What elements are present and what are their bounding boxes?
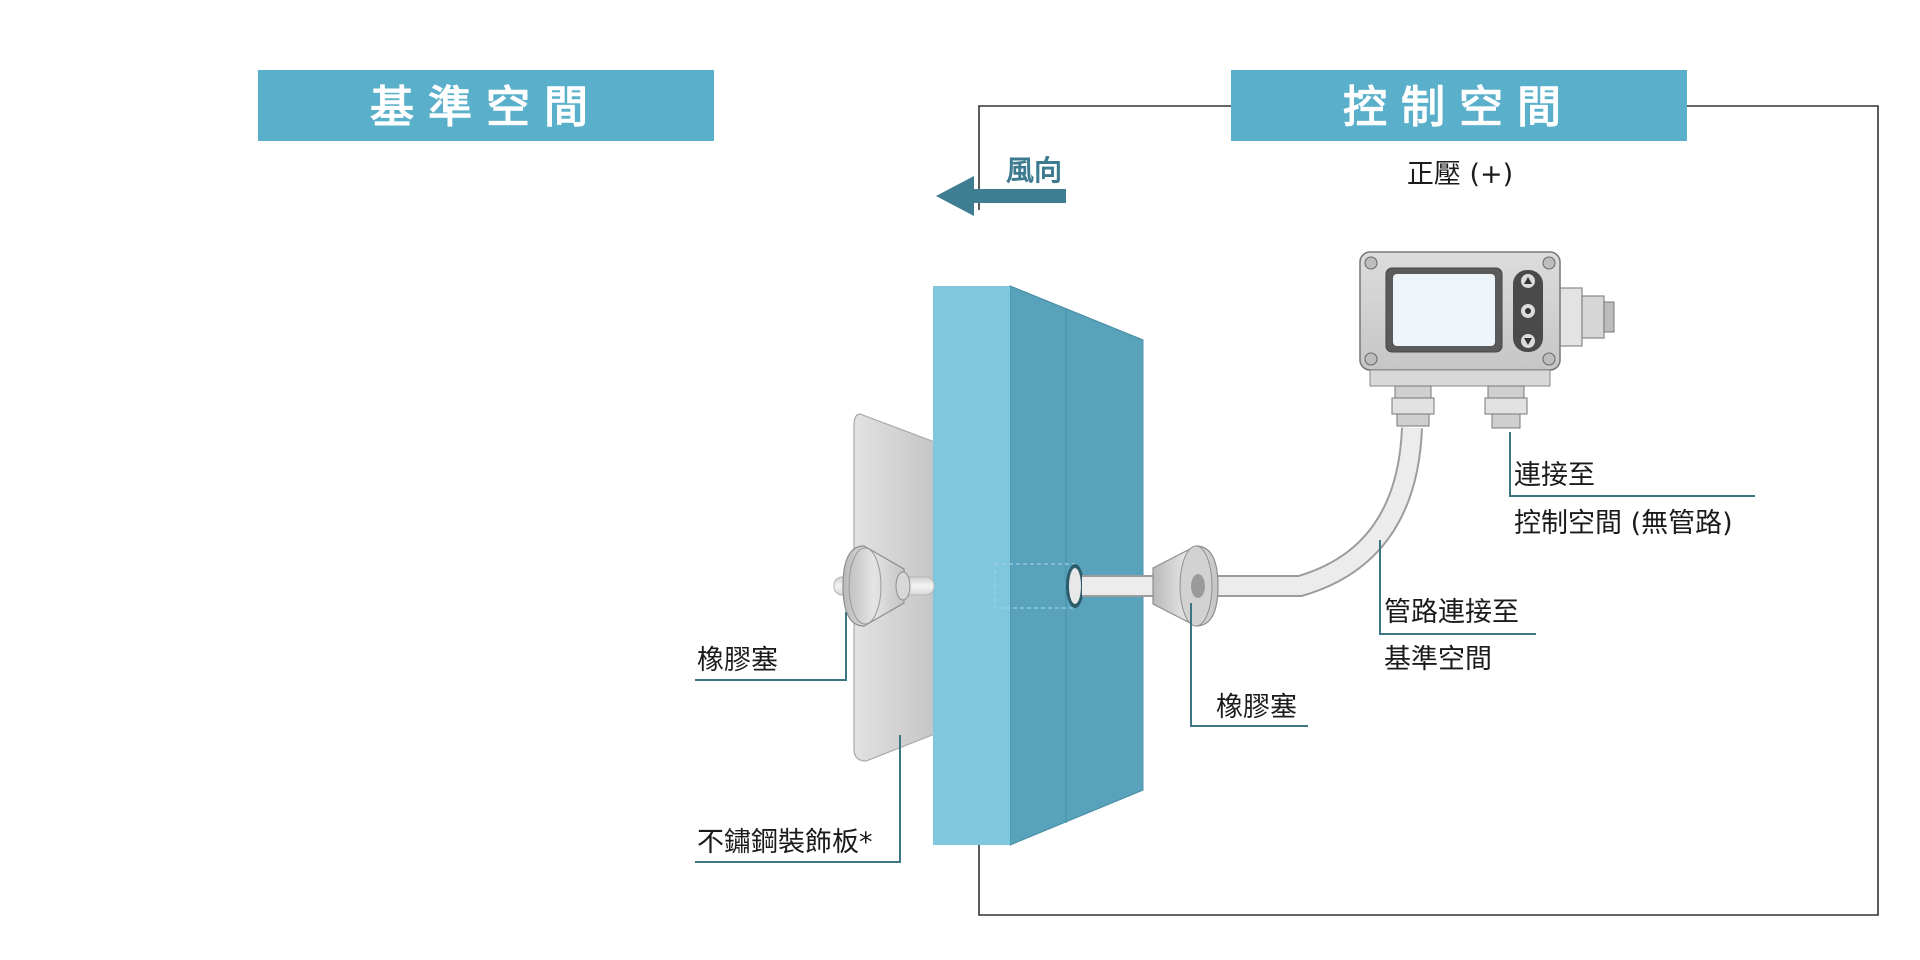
wall: [933, 285, 1144, 846]
leader-tube-connect: [1379, 540, 1536, 635]
pressure-label: 正壓 (+): [1407, 159, 1513, 190]
label-tube-connect-line1: 管路連接至: [1384, 597, 1519, 628]
reference-space-header: 基準空間: [258, 70, 714, 141]
reference-space-title: 基準空間: [370, 82, 602, 133]
airflow-arrow: 風向: [936, 154, 1066, 216]
differential-pressure-transmitter-icon: [1359, 251, 1615, 429]
leader-rubber-stopper-left: [695, 612, 847, 681]
controlled-port-fitting: [1484, 385, 1528, 429]
leader-stainless-plate: [695, 735, 901, 863]
airflow-label: 風向: [1006, 154, 1062, 187]
reference-port-fitting: [1391, 385, 1435, 427]
label-stainless-plate: 不鏽鋼裝飾板*: [697, 827, 873, 858]
controlled-space-title: 控制空間: [1343, 82, 1575, 133]
label-tube-connect-line2: 基準空間: [1384, 644, 1492, 675]
leader-port-connect: [1509, 432, 1755, 497]
controlled-space-boundary: [978, 105, 1879, 916]
leader-lines: [695, 432, 1755, 863]
label-rubber-stopper-left: 橡膠塞: [697, 645, 778, 676]
label-rubber-stopper-right: 橡膠塞: [1216, 692, 1297, 723]
label-port-connect-line2: 控制空間 (無管路): [1514, 508, 1733, 539]
leader-rubber-stopper-right: [1190, 603, 1308, 727]
controlled-space-header: 控制空間: [1231, 70, 1687, 141]
rubber-stopper-right: [1152, 545, 1219, 627]
label-port-connect-line1: 連接至: [1514, 460, 1595, 491]
rubber-stopper-left: [842, 545, 911, 627]
arrow-left-icon: [936, 176, 1066, 216]
